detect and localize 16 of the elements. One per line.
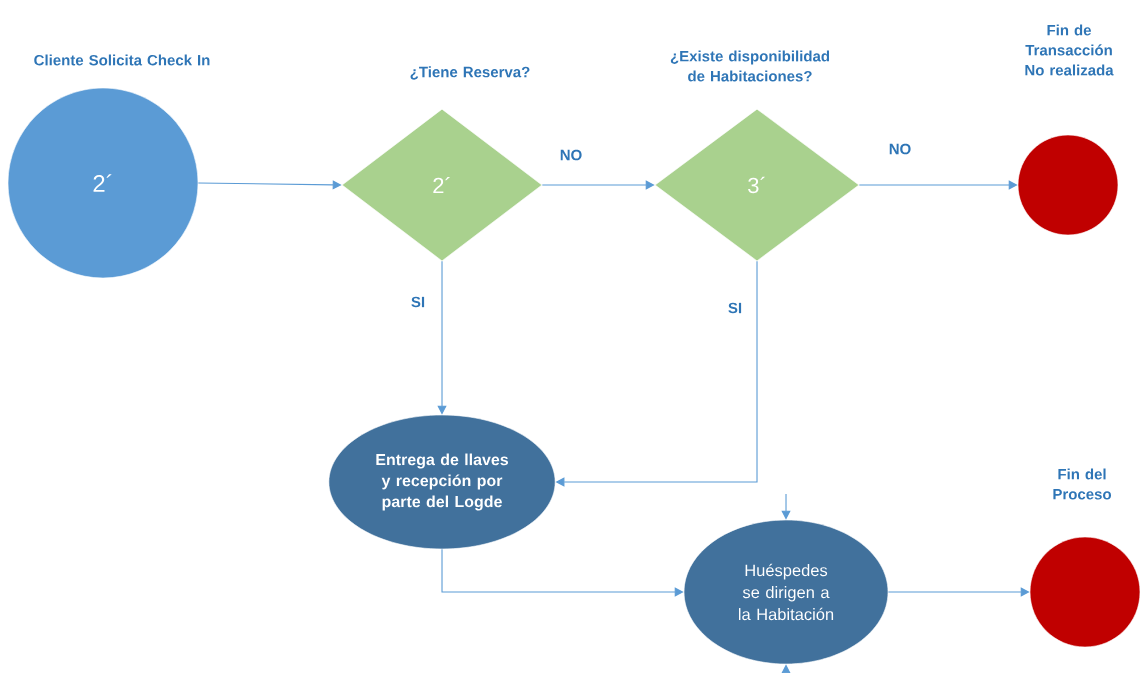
arrow bbox=[887, 587, 1030, 597]
arrow bbox=[441, 548, 684, 597]
arrow bbox=[781, 493, 791, 520]
heading-text: Cliente Solicita Check In bbox=[34, 54, 210, 66]
arrow bbox=[858, 180, 1018, 190]
heading-text: Fin del Proceso bbox=[1053, 468, 1111, 500]
heading-text: ¿Existe disponibilidad de Habitaciones? bbox=[670, 50, 830, 82]
arrow bbox=[197, 180, 342, 190]
edge-label: NO bbox=[558, 148, 584, 162]
edge-label: NO bbox=[887, 142, 913, 156]
arrow bbox=[541, 180, 655, 190]
arrow bbox=[437, 260, 447, 415]
edge-label: SI bbox=[409, 295, 427, 309]
heading-text: ¿Tiene Reserva? bbox=[410, 66, 530, 80]
edge-label: SI bbox=[726, 301, 744, 315]
heading-text: Fin de Transacción No realizada bbox=[1025, 24, 1114, 76]
